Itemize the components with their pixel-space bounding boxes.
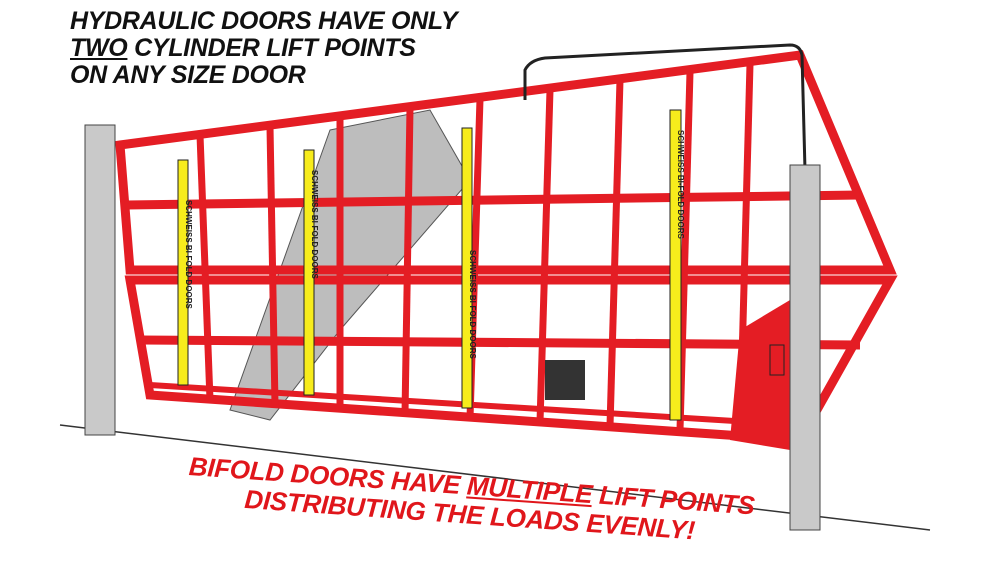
svg-text:SCHWEISS BI-FOLD DOORS: SCHWEISS BI-FOLD DOORS [310,170,319,280]
right-post [789,164,821,531]
hydraulic-caption: HYDRAULIC DOORS HAVE ONLY TWO CYLINDER L… [70,7,458,89]
corner-plate [730,300,790,450]
lift-straps: SCHWEISS BI-FOLD DOORS SCHWEISS BI-FOLD … [177,109,685,421]
lift-strap: SCHWEISS BI-FOLD DOORS [177,159,193,386]
caption-line: ON ANY SIZE DOOR [70,61,306,89]
upper-door-panel [115,50,897,275]
lift-strap: SCHWEISS BI-FOLD DOORS [461,127,477,409]
svg-text:SCHWEISS BI-FOLD DOORS: SCHWEISS BI-FOLD DOORS [184,200,193,310]
lift-strap: SCHWEISS BI-FOLD DOORS [303,149,319,396]
caption-line: TWO CYLINDER LIFT POINTS [70,35,457,62]
caption-text: CYLINDER LIFT POINTS [127,34,416,62]
ground-line [59,424,931,531]
door-sheeting [229,109,471,421]
cable-hose [523,43,807,171]
lift-strap: SCHWEISS BI-FOLD DOORS [669,109,685,421]
left-post [84,124,116,436]
svg-text:SCHWEISS BI-FOLD DOORS: SCHWEISS BI-FOLD DOORS [468,250,477,360]
emphasis-text: TWO [70,34,128,62]
caption-line: HYDRAULIC DOORS HAVE ONLY [70,7,458,35]
control-box [769,344,785,376]
svg-text:SCHWEISS BI-FOLD DOORS: SCHWEISS BI-FOLD DOORS [676,130,685,240]
drive-motor [545,360,585,400]
